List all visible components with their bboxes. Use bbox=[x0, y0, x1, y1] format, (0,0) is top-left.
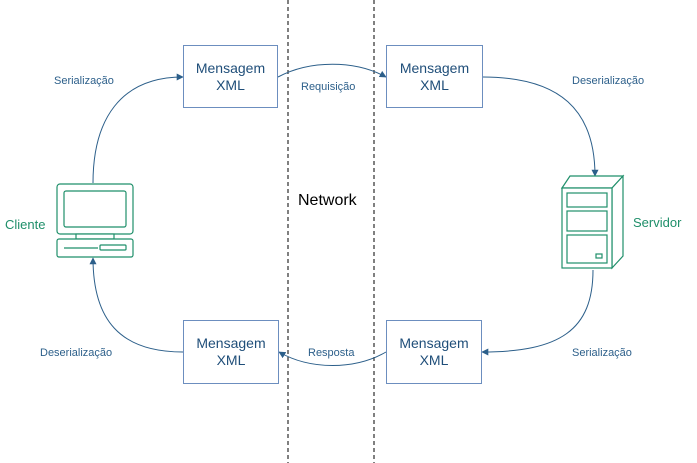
network-label: Network bbox=[298, 192, 357, 210]
message-box-top-left-line2: XML bbox=[216, 76, 245, 93]
message-box-top-right-line2: XML bbox=[420, 76, 449, 93]
message-box-top-left: Mensagem XML bbox=[183, 45, 278, 108]
arrow-top-left-to-top-right bbox=[277, 63, 387, 78]
message-box-bottom-left: Mensagem XML bbox=[183, 320, 279, 384]
message-box-bottom-left-line2: XML bbox=[216, 352, 246, 368]
message-box-top-right-line1: Mensagem bbox=[399, 59, 470, 76]
edge-label-serialization-client: Serialização bbox=[54, 75, 114, 87]
computer-terminal-icon bbox=[56, 183, 134, 258]
arrow-server-to-bottom-right bbox=[481, 269, 594, 356]
edge-label-request: Requisição bbox=[301, 81, 356, 93]
arrow-client-to-top-left bbox=[92, 73, 184, 184]
edge-label-deserialization-client: Deserialização bbox=[40, 347, 113, 359]
server-label: Servidor bbox=[633, 215, 682, 230]
message-box-bottom-right-line1: Mensagem bbox=[399, 335, 469, 351]
arrow-bottom-left-to-client bbox=[89, 257, 184, 353]
message-box-bottom-right: Mensagem XML bbox=[386, 320, 482, 384]
message-box-bottom-right-line2: XML bbox=[419, 352, 449, 368]
message-box-top-left-line1: Mensagem bbox=[195, 59, 266, 76]
edge-label-response: Resposta bbox=[308, 347, 355, 359]
server-tower-icon bbox=[560, 174, 625, 270]
client-label: Cliente bbox=[5, 217, 46, 232]
arrow-bottom-right-to-bottom-left bbox=[278, 351, 387, 366]
arrow-top-right-to-server bbox=[482, 76, 599, 177]
edge-label-serialization-server: Serialização bbox=[572, 347, 632, 359]
message-box-bottom-left-line1: Mensagem bbox=[196, 335, 266, 351]
message-box-top-right: Mensagem XML bbox=[386, 45, 483, 108]
edge-label-deserialization-server: Deserialização bbox=[572, 75, 645, 87]
